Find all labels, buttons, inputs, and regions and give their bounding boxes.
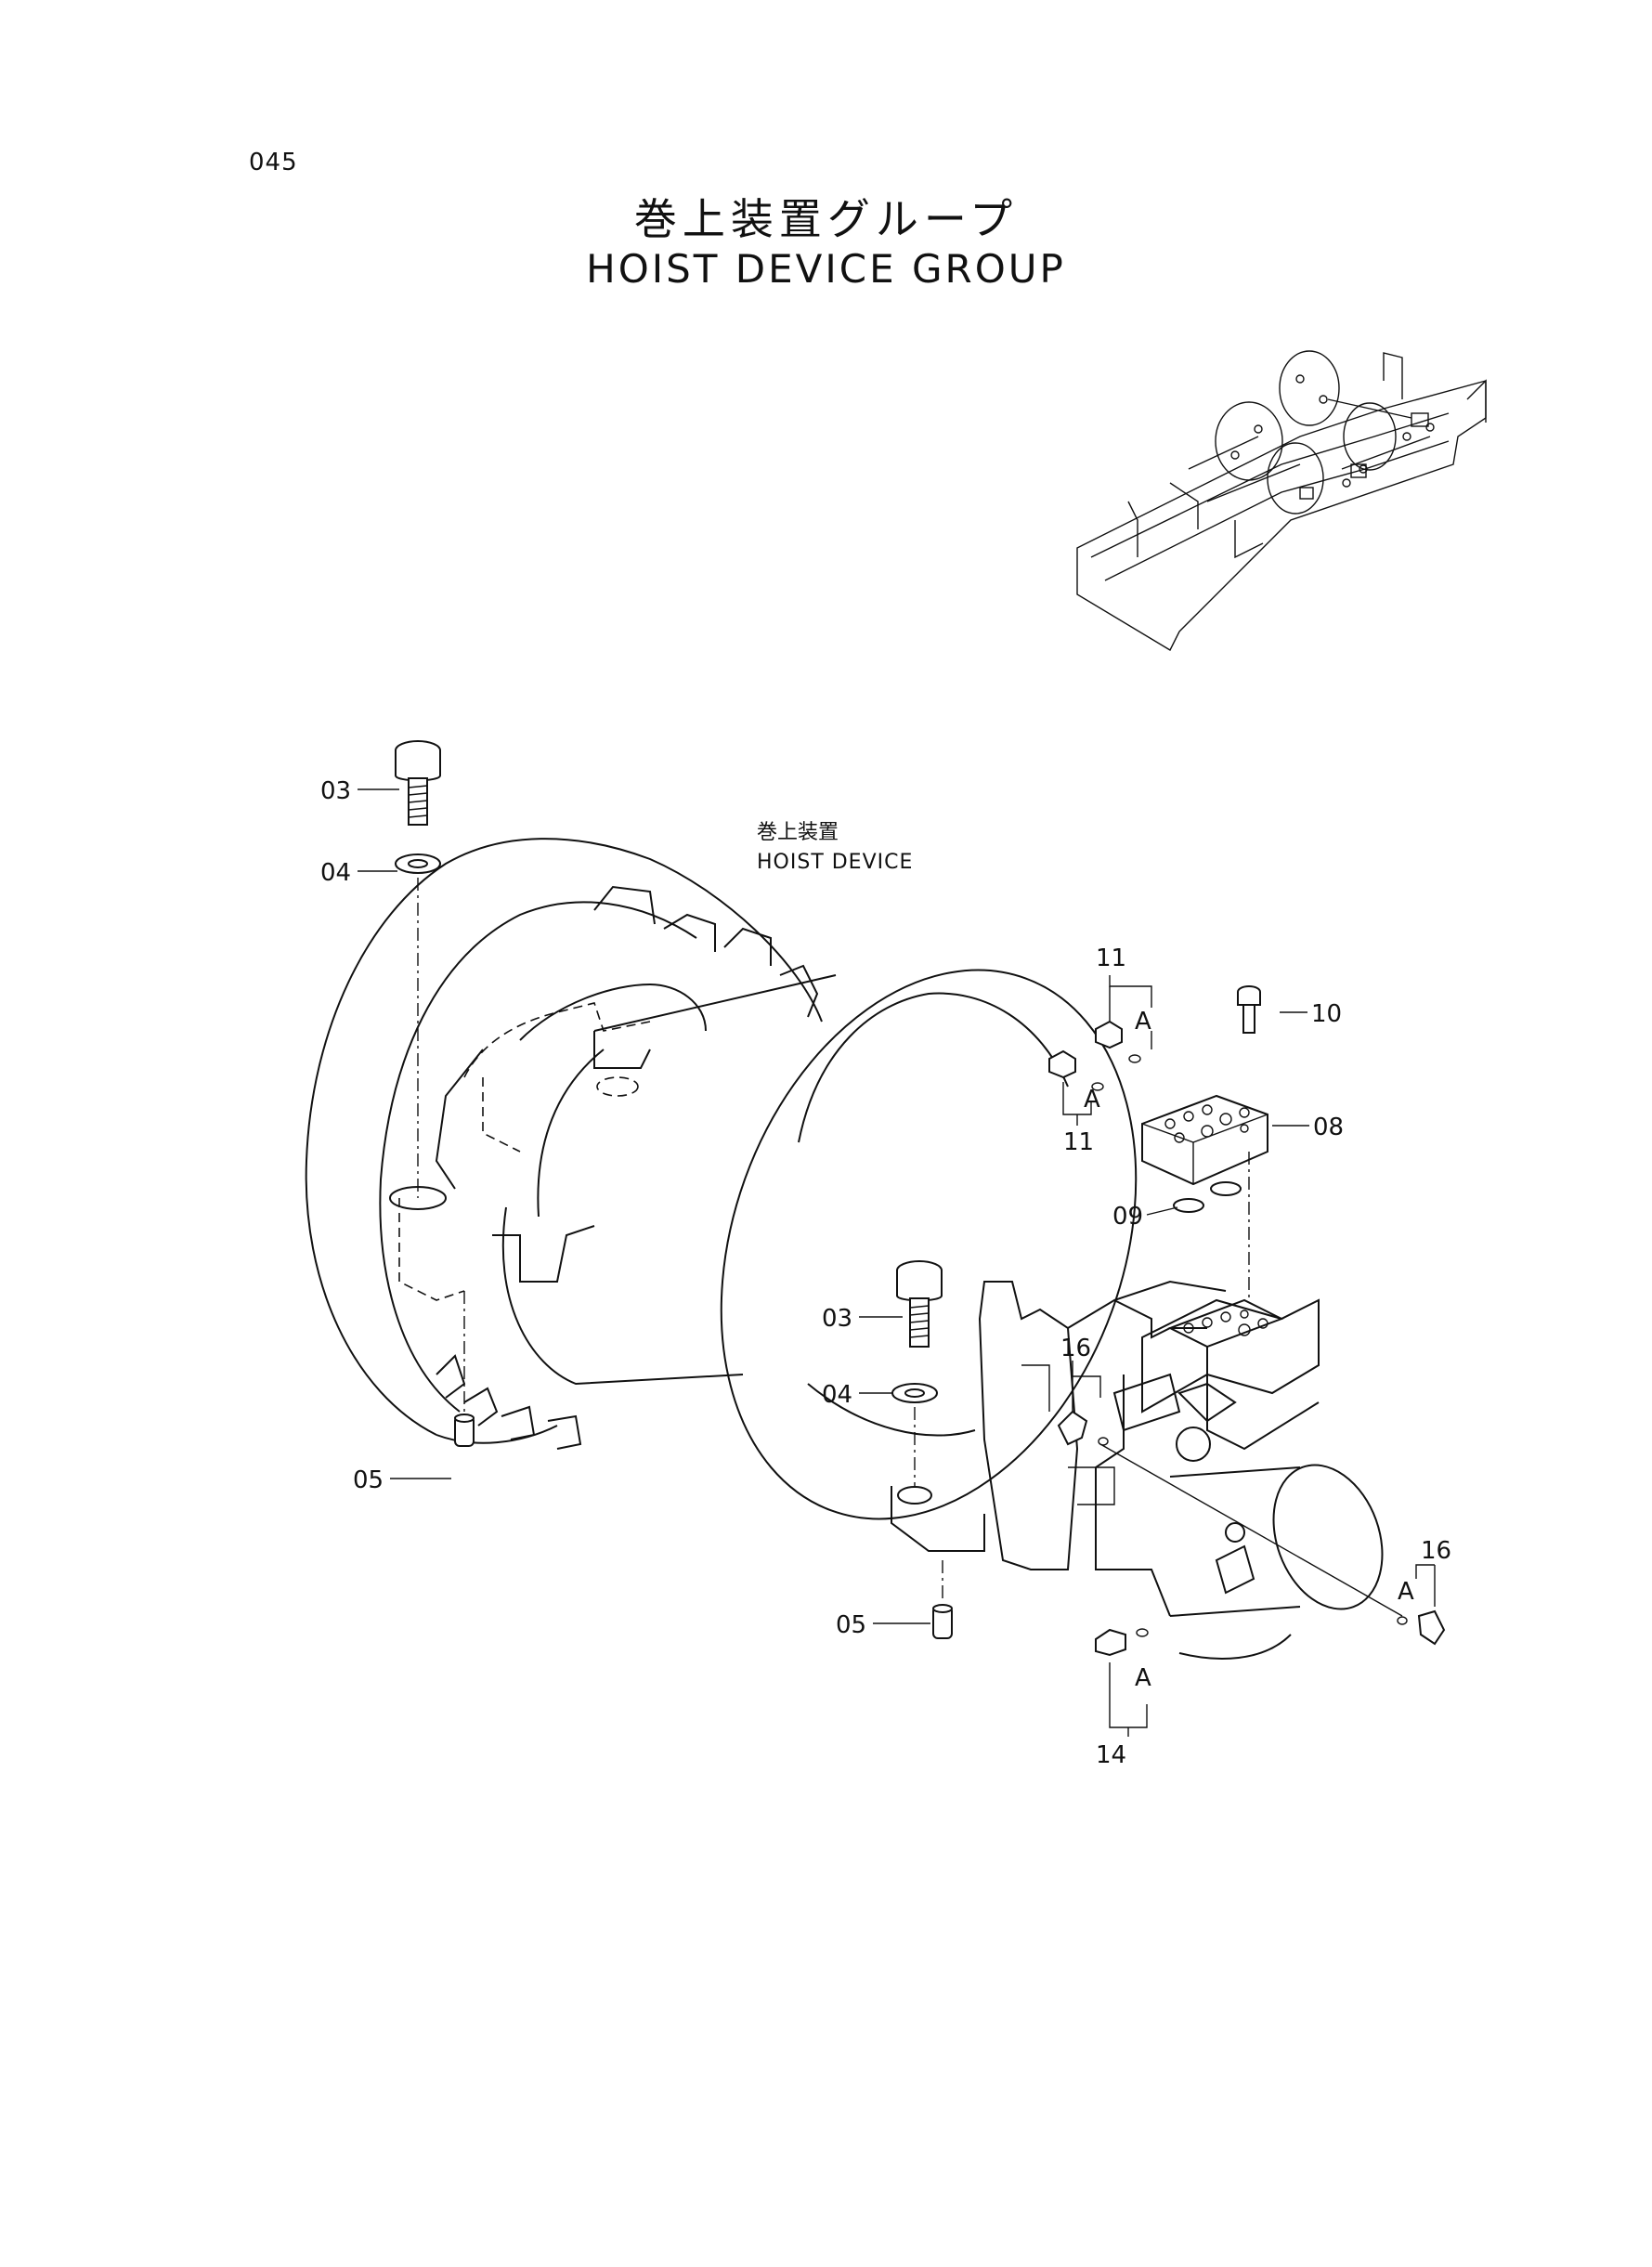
hoist-device-label-english: HOIST DEVICE: [757, 851, 913, 874]
washer-part-04-lower: [891, 1383, 938, 1403]
screw-part-10: [1237, 985, 1261, 1034]
hoist-drum-illustration: [305, 838, 1138, 1520]
plug-part-05-left: [454, 1414, 475, 1447]
washer-part-04-upper: [395, 853, 441, 874]
page-number: 045: [249, 149, 298, 176]
callout-10: 10: [1311, 1000, 1342, 1028]
callout-04-lower: 04: [822, 1381, 852, 1409]
callout-11-upper: 11: [1096, 945, 1126, 972]
page-title-english: HOIST DEVICE GROUP: [586, 246, 1066, 292]
fitting-part-14: [1095, 1628, 1149, 1657]
callout-16-center: 16: [1060, 1335, 1091, 1362]
plug-part-05-right: [932, 1604, 953, 1639]
callout-03-lower: 03: [822, 1305, 852, 1333]
callout-05-left: 05: [353, 1466, 384, 1494]
elbow-fitting-part-16-center: [1057, 1410, 1109, 1446]
page-title-japanese: 巻上装置グループ: [633, 194, 1019, 244]
location-inset-illustration: [1076, 350, 1487, 651]
bolt-part-03-lower: [896, 1260, 943, 1348]
callout-09: 09: [1112, 1203, 1143, 1231]
callout-11-lower: 11: [1063, 1128, 1094, 1156]
callout-05-right: 05: [836, 1611, 866, 1639]
callout-03-upper: 03: [320, 777, 351, 805]
fitting-part-11-upper: [1095, 1020, 1141, 1063]
reference-marker-a-11-upper: A: [1135, 1008, 1151, 1036]
reference-marker-a-16-right: A: [1398, 1578, 1414, 1606]
reference-marker-a-11-lower: A: [1084, 1086, 1100, 1114]
callout-04-upper: 04: [320, 859, 351, 887]
o-ring-part-09: [1173, 1181, 1242, 1213]
elbow-fitting-part-16-right: [1397, 1609, 1446, 1646]
callout-14: 14: [1096, 1741, 1126, 1769]
callout-16-right: 16: [1421, 1537, 1451, 1565]
bolt-part-03-upper: [395, 740, 441, 826]
hoist-device-label-japanese: 巻上装置: [757, 821, 839, 844]
fitting-part-11-lower: [1048, 1049, 1104, 1091]
callout-08: 08: [1313, 1114, 1344, 1141]
valve-block-part-08: [1141, 1094, 1268, 1186]
reference-marker-a-14: A: [1135, 1664, 1151, 1692]
